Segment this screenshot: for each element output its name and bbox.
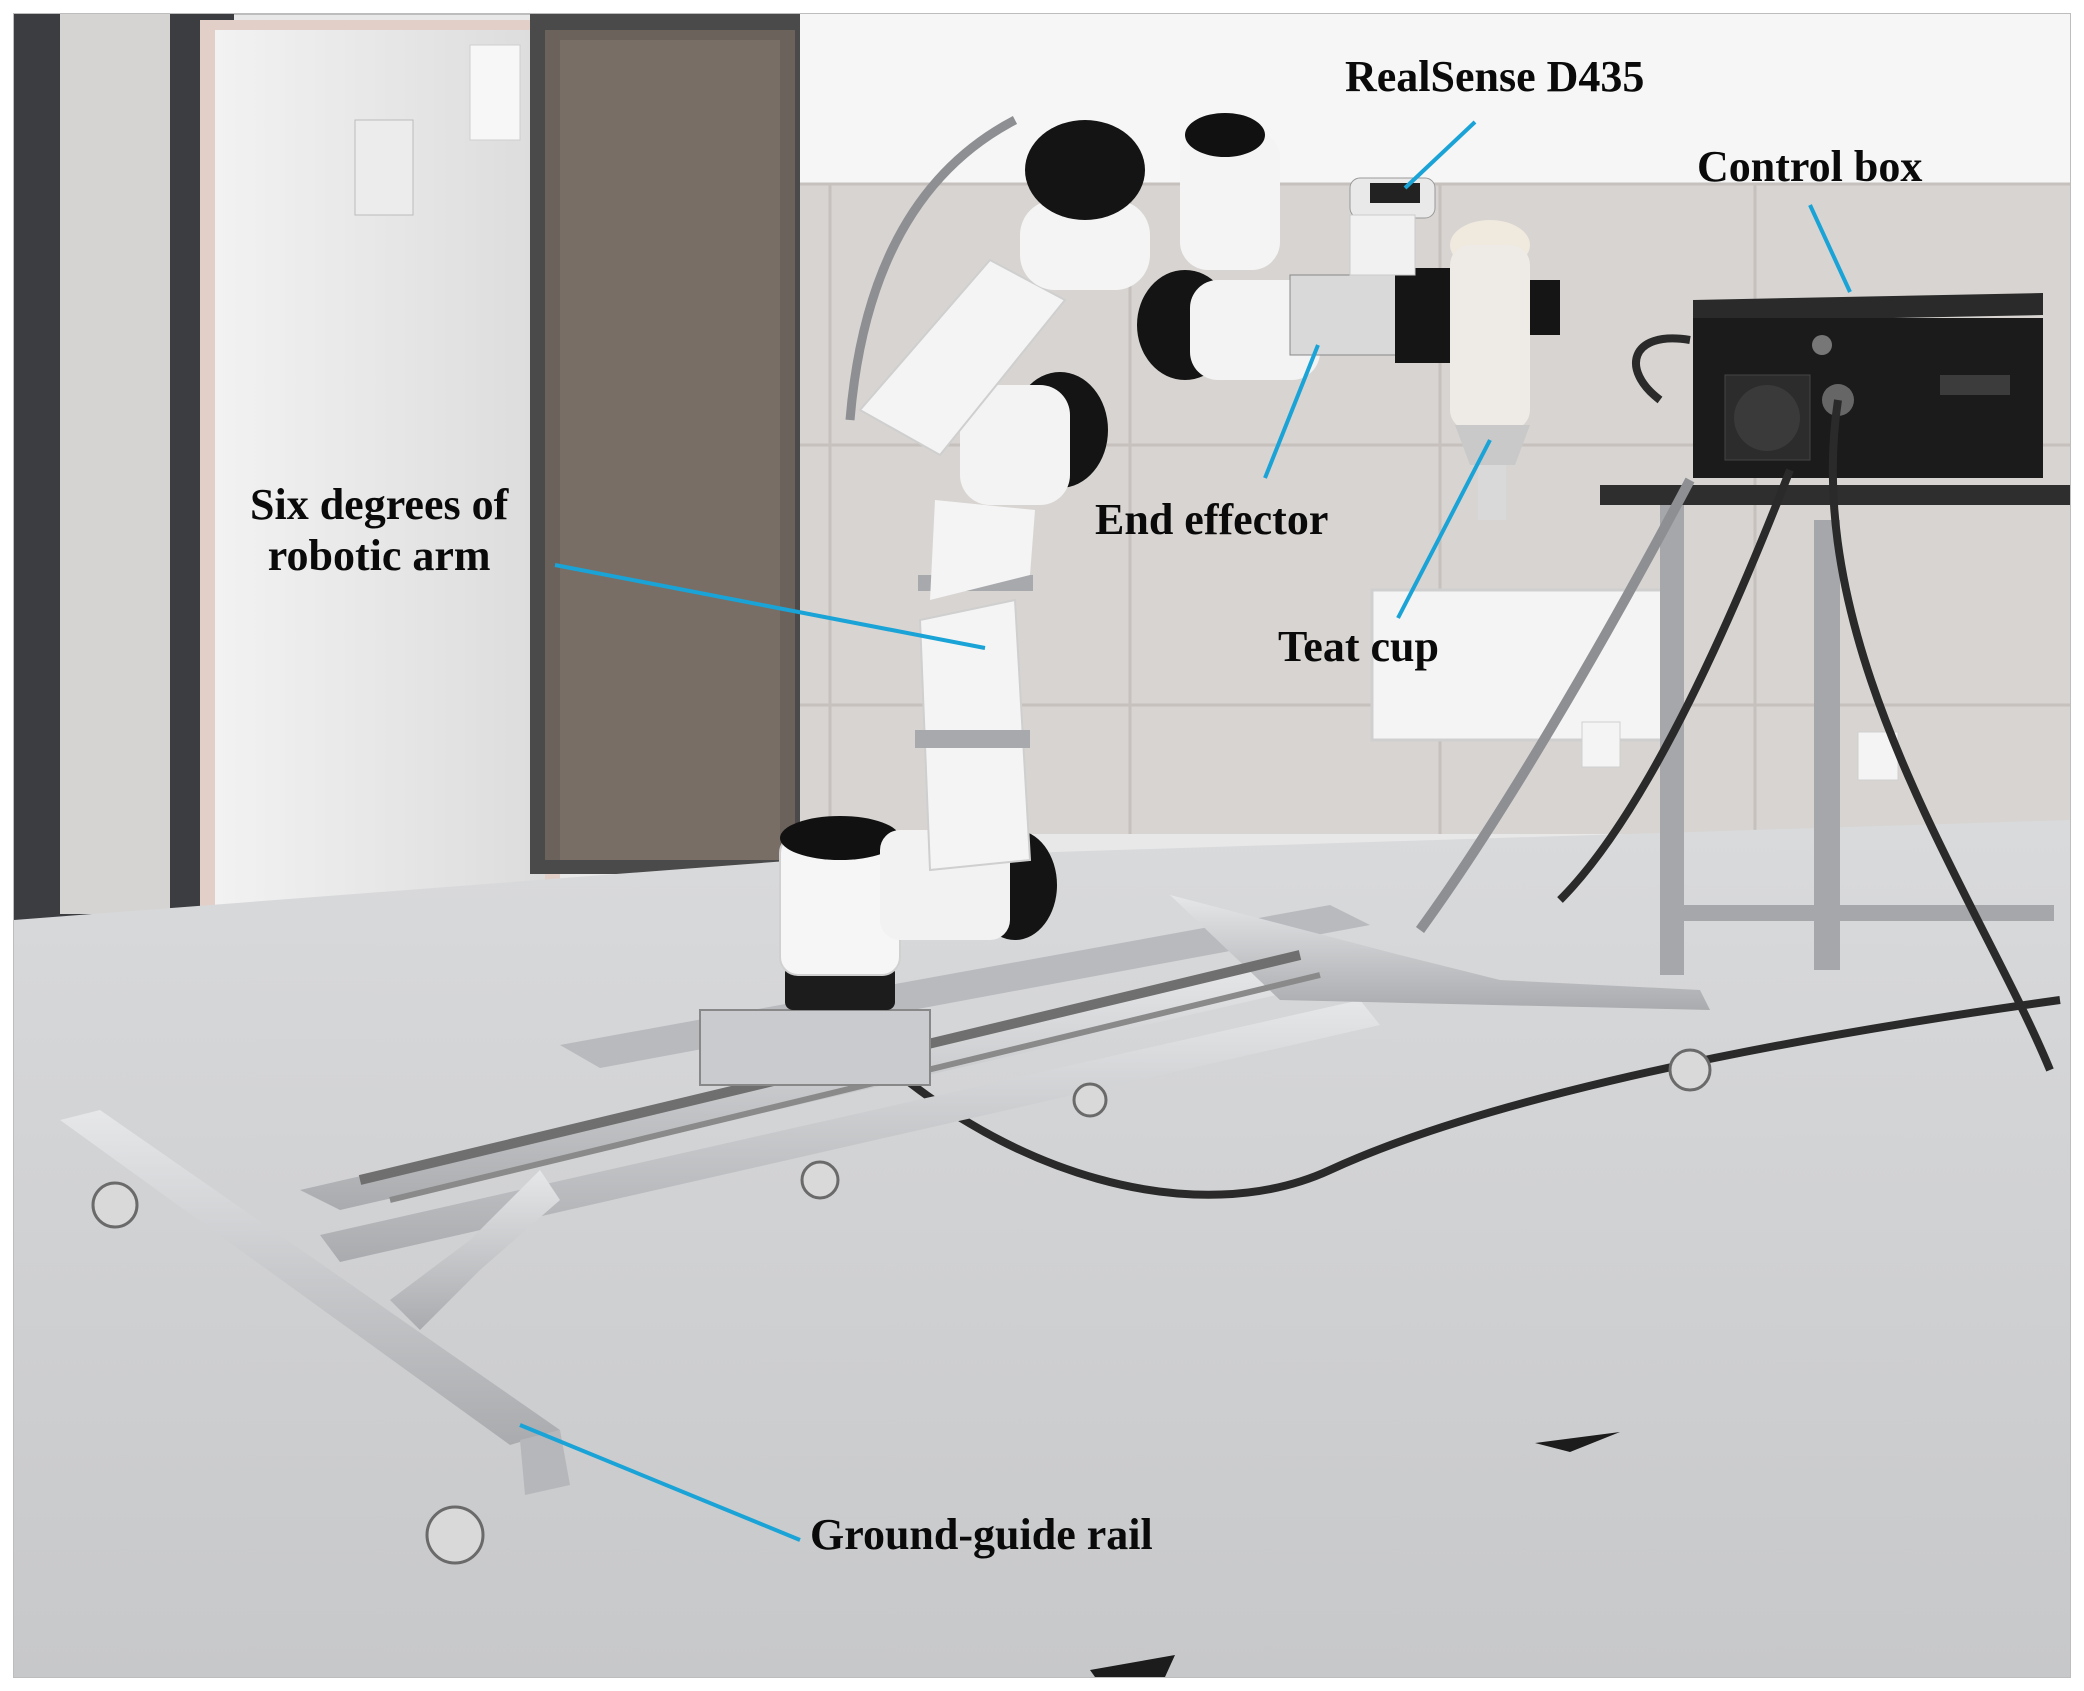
leader-control-box (1808, 204, 1852, 293)
leader-teat-cup (1396, 439, 1492, 619)
label-robotic-arm-line2: robotic arm (267, 530, 491, 580)
leader-realsense (1403, 120, 1477, 190)
label-robotic-arm: Six degrees of robotic arm (250, 480, 508, 581)
leader-rail (519, 1423, 801, 1542)
label-realsense: RealSense D435 (1345, 52, 1645, 101)
control-box (1693, 293, 2043, 478)
rail-frame (60, 895, 1710, 1495)
label-control-box: Control box (1697, 142, 1923, 191)
label-ground-guide-rail: Ground-guide rail (810, 1510, 1153, 1559)
air-conditioner (200, 20, 560, 985)
curtain (60, 14, 170, 914)
label-robotic-arm-line1: Six degrees of (250, 480, 509, 529)
leader-arm (554, 563, 986, 650)
label-end-effector: End effector (1095, 495, 1329, 544)
robotic-arm (779, 113, 1320, 1010)
casters (91, 1048, 1712, 1565)
end-effector-assembly (1289, 177, 1560, 520)
leader-lines (519, 120, 1852, 1542)
leader-end-effector (1263, 344, 1320, 479)
cables (847, 334, 2061, 1199)
wall-socket (1581, 721, 1621, 768)
table (1600, 485, 2070, 975)
label-teat-cup: Teat cup (1278, 622, 1439, 671)
